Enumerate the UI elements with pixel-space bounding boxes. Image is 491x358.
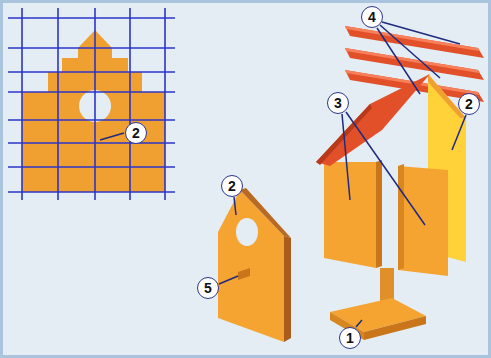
leader-line [452, 115, 466, 150]
house-body [316, 74, 466, 340]
leader-line [234, 197, 236, 215]
leader-line [100, 133, 124, 140]
callout-text: 4 [368, 10, 376, 24]
leader-line [356, 320, 362, 327]
callout-number: 4 [361, 6, 383, 28]
callout-text: 2 [465, 97, 473, 111]
callout-text: 3 [334, 96, 342, 110]
callout-number: 2 [221, 175, 243, 197]
callout-number: 2 [125, 122, 147, 144]
leader-line [377, 28, 420, 94]
leader-line [346, 112, 425, 225]
callout-text: 2 [132, 126, 140, 140]
callout-number: 2 [458, 93, 480, 115]
callout-text: 1 [346, 331, 354, 345]
callout-number: 5 [197, 277, 219, 299]
leader-line [380, 25, 440, 78]
callout-text: 5 [204, 281, 212, 295]
leader-line [382, 22, 460, 44]
template-grid [8, 8, 175, 200]
front-panel [218, 188, 291, 342]
leader-line [342, 114, 350, 200]
callout-number: 1 [339, 327, 361, 349]
callout-text: 2 [228, 179, 236, 193]
callout-number: 3 [327, 92, 349, 114]
leader-line [219, 276, 238, 284]
